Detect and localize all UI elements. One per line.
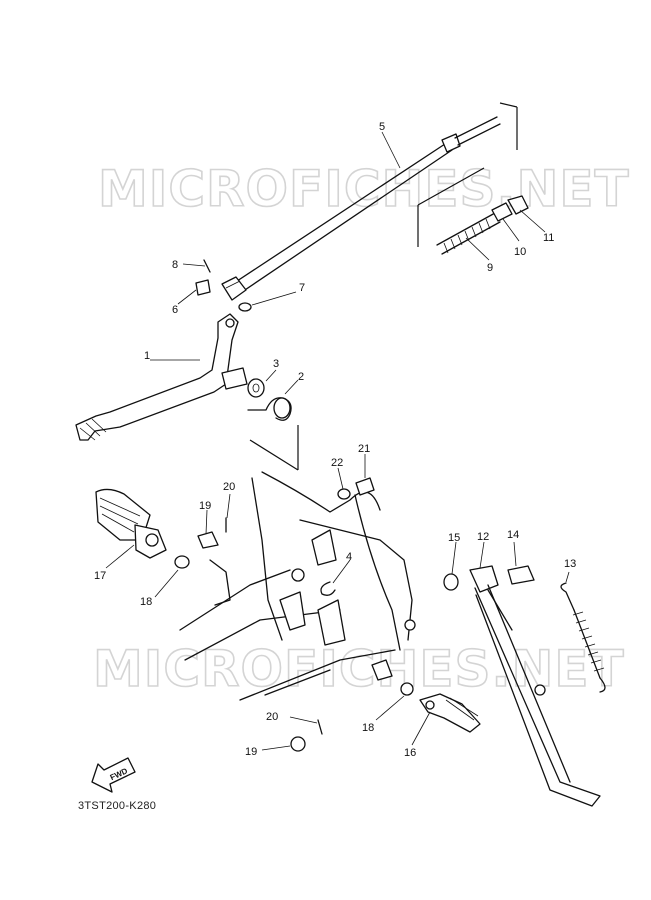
callout-17: 17 [94,570,106,582]
circlip [320,581,336,596]
callout-2: 2 [298,371,304,383]
callout-5: 5 [379,121,385,133]
adjuster-nut [491,202,513,222]
bolt [355,477,375,496]
leader-lines [105,131,570,751]
callout-3: 3 [273,358,279,370]
callout-19-left: 19 [199,500,211,512]
callout-13: 13 [564,558,576,570]
washer [247,378,265,398]
footrest-spring-right [400,682,414,696]
callout-16: 16 [404,747,416,759]
callout-6: 6 [172,304,178,316]
callout-4: 4 [346,551,352,563]
brake-pedal [75,313,248,441]
callout-18-right: 18 [362,722,374,734]
diagram-code: 3TST200-K280 [78,800,157,812]
footrest-spring-left [174,555,190,569]
torsion-spring [247,397,292,421]
fwd-arrow-icon: FWD [91,757,136,793]
callout-19-right: 19 [245,746,257,758]
callout-7: 7 [299,282,305,294]
rod-thread-top [454,116,501,146]
sidestand-nut [443,573,459,591]
wing-nut [507,195,529,215]
callout-numbers: 1 2 3 4 5 6 7 8 9 10 11 12 13 14 15 16 1… [94,121,576,759]
callout-9: 9 [487,262,493,274]
cotter-pin-right [317,719,323,735]
brake-spring [436,212,501,255]
callout-15: 15 [448,532,460,544]
callout-11: 11 [543,232,554,244]
callout-20-right: 20 [266,711,278,723]
footrest-right [419,693,481,733]
callout-1: 1 [144,350,150,362]
cotter-pin [203,259,211,273]
collar [337,488,351,500]
frame-outline [179,471,416,701]
callout-10: 10 [514,246,526,258]
sidestand-bolt [507,565,535,585]
sidestand [469,565,601,807]
brake-rod [221,116,501,301]
callout-22: 22 [331,457,343,469]
callout-20-left: 20 [223,481,235,493]
callout-12: 12 [477,531,489,543]
clevis-pin [195,279,211,296]
callout-18-left: 18 [140,596,152,608]
callout-14: 14 [507,529,519,541]
footrest-pin-right [290,736,306,752]
footrest-left [95,488,167,559]
small-washer [238,302,252,312]
callout-8: 8 [172,259,178,271]
watermark-top: MICROFICHES.NET [97,159,630,219]
callout-21: 21 [358,443,370,455]
footrest-pin-left [197,531,219,549]
sidestand-spring [560,582,606,693]
